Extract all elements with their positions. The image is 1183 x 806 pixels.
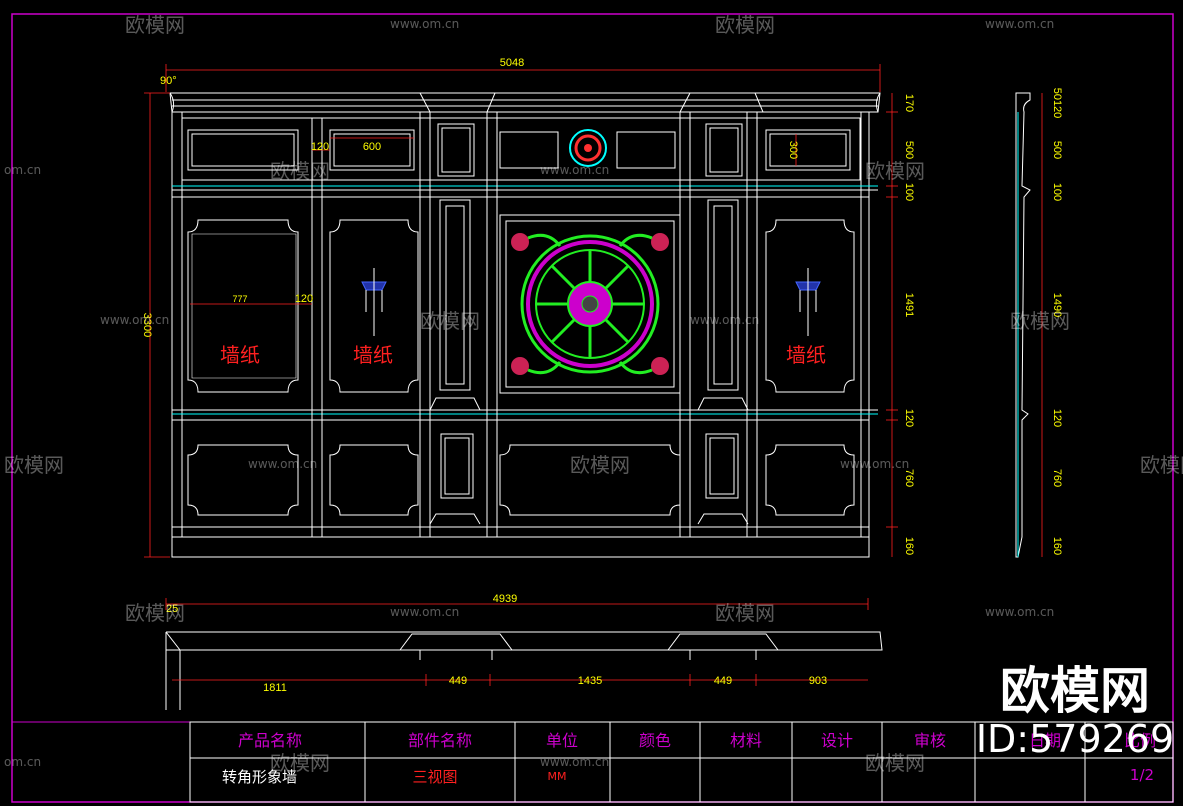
plan-seg-3: 449 [714,675,732,687]
watermark-url: www.om.cn [985,605,1054,619]
right-dim-1: 500 [903,141,915,159]
header-design: 设计 [821,731,853,750]
value-unit: MM [548,770,567,783]
value-scale: 1/2 [1130,766,1154,784]
dim-stile-mid: 120 [295,293,313,305]
right-dim-4: 120 [903,409,915,427]
wallpaper-label-right: 墙纸 [786,343,826,367]
header-unit: 单位 [546,731,578,750]
plan-seg-1: 449 [449,675,467,687]
header-material: 材料 [730,731,762,750]
right-dim-5: 760 [903,469,915,487]
dim-top-panel-height: 300 [787,141,799,159]
side-dim-0: 50120 [1051,88,1063,119]
header-review: 审核 [914,731,946,750]
watermark-url: www.om.cn [390,605,459,619]
dimension-lines [144,64,1043,558]
wall-lamp-left [361,268,387,336]
value-product-name: 转角形象墙 [222,768,297,786]
dim-panel-width: 777 [232,294,247,304]
side-section [1015,92,1031,558]
logo-text: 欧模网 [1000,662,1150,720]
watermark-url: www.om.cn [540,755,609,769]
right-dim-2: 100 [903,183,915,201]
watermark-brand: 欧模网 [270,159,330,183]
plan-dimension-lines [165,598,869,686]
plan-dimension-text: 25 4939 1811 449 1435 449 903 [166,593,827,694]
plan-overall: 4939 [493,593,517,605]
dimension-text: 90° 5048 3300 777 120 120 600 300 170 50… [141,57,1063,555]
watermark-brand: 欧模网 [4,453,64,477]
side-dim-6: 160 [1051,537,1063,555]
wallpaper-label-left: 墙纸 [220,343,260,367]
side-dim-2: 100 [1051,183,1063,201]
dim-top-panel-width: 600 [363,141,381,153]
watermark-url: www.om.cn [248,457,317,471]
dim-stile-top: 120 [311,141,329,153]
watermark-url-short: om.cn [4,755,41,769]
watermark-brand: 欧模网 [420,309,480,333]
watermark-url: www.om.cn [540,163,609,177]
logo-watermark: 欧模网 ID:579269 [976,662,1174,761]
plan-seg-0: 1811 [263,682,287,694]
header-part-name: 部件名称 [408,731,472,750]
wallpaper-label-mid: 墙纸 [353,343,393,367]
watermark-brand: 欧模网 [865,159,925,183]
header-color: 颜色 [639,731,671,750]
header-scale: 比例 [1124,731,1156,750]
watermark-brand: 欧模网 [125,601,185,625]
front-elevation [169,92,881,558]
watermark-url: www.om.cn [985,17,1054,31]
wall-lamp-right [795,268,821,336]
plan-view [165,631,883,710]
ceiling-medallion [511,233,669,375]
side-dim-1: 500 [1051,141,1063,159]
right-dim-0: 170 [903,94,915,112]
logo-id: ID:579269 [976,717,1174,761]
top-rosette [569,129,607,167]
watermark-url: www.om.cn [390,17,459,31]
watermark-brand: 欧模网 [570,453,630,477]
watermark-brand: 欧模网 [715,13,775,37]
header-date: 日期 [1029,731,1061,750]
watermark-brand: 欧模网 [1010,309,1070,333]
right-dim-6: 160 [903,537,915,555]
title-block [12,721,1174,803]
title-block-values: 转角形象墙 三视图 MM 1/2 [222,766,1154,786]
dim-overall-width: 5048 [500,57,524,69]
watermark-url: www.om.cn [100,313,169,327]
side-dim-3: 1490 [1051,293,1063,317]
title-block-headers: 产品名称 部件名称 单位 颜色 材料 设计 审核 日期 比例 [238,731,1156,750]
header-product-name: 产品名称 [238,731,302,750]
watermark-brand: 欧模网 [125,13,185,37]
watermark-brand: 欧模网 [715,601,775,625]
watermark-url: www.om.cn [690,313,759,327]
side-dim-4: 120 [1051,409,1063,427]
watermark-url-short: om.cn [4,163,41,177]
side-dim-5: 760 [1051,469,1063,487]
angle-label: 90° [160,75,177,87]
watermark-url: www.om.cn [840,457,909,471]
dim-overall-height: 3300 [141,313,153,337]
watermark-brand: 欧模网 [865,751,925,775]
value-part-name: 三视图 [412,768,457,786]
plan-seg-2: 1435 [578,675,602,687]
watermarks: 欧模网 欧模网 www.om.cn www.om.cn om.cn 欧模网 ww… [4,13,1183,775]
right-dim-3: 1491 [903,293,915,317]
plan-seg-4: 903 [809,675,827,687]
watermark-brand: 欧模网 [270,751,330,775]
watermark-brand: 欧模网 [1140,453,1183,477]
plan-offset: 25 [166,603,178,615]
